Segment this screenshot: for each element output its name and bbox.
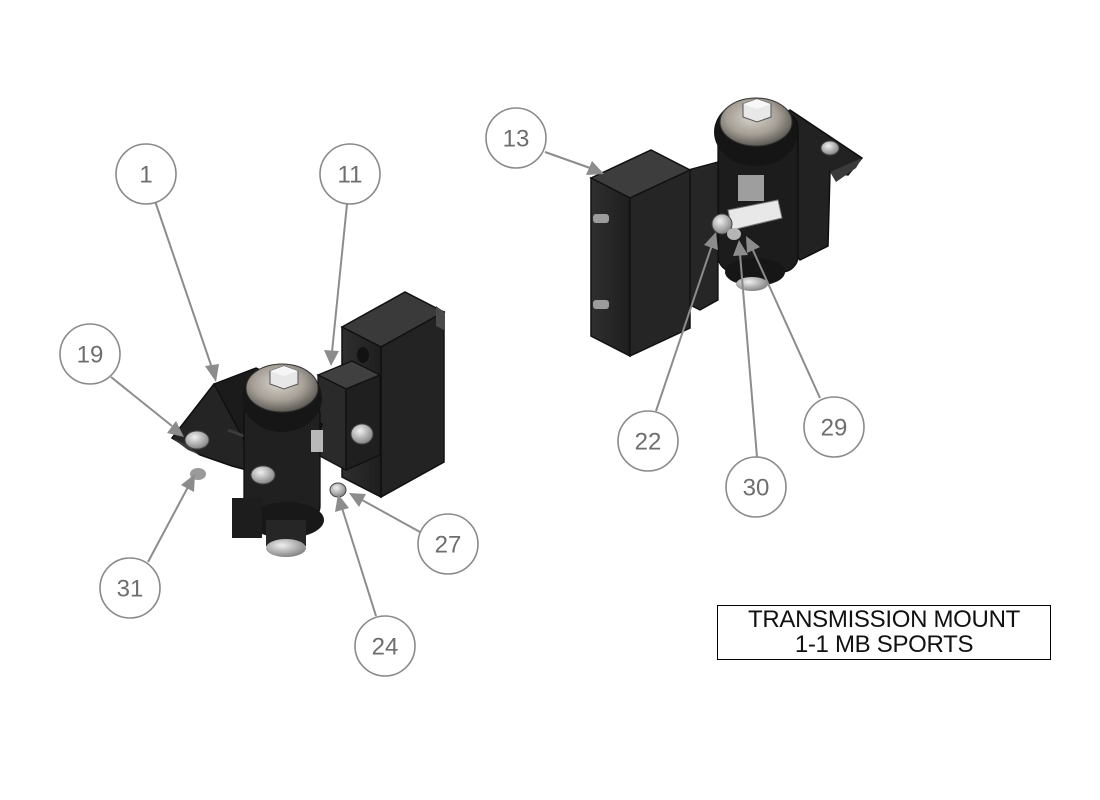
balloon-circle — [59, 323, 121, 385]
left-assembly — [170, 291, 446, 557]
right-top-mount — [714, 97, 798, 166]
balloon-label: 22 — [635, 429, 662, 456]
leader-lines — [110, 151, 821, 617]
balloon-22: 22 — [617, 410, 679, 472]
balloon-label: 19 — [77, 342, 104, 369]
balloon-30: 30 — [725, 456, 787, 518]
left-top-mount — [242, 363, 323, 452]
title-block: TRANSMISSION MOUNT 1-1 MB SPORTS — [717, 605, 1051, 660]
left-shaft-housing — [232, 399, 324, 557]
balloon-circle — [485, 107, 547, 169]
balloon-31: 31 — [99, 557, 161, 619]
balloon-label: 27 — [435, 532, 462, 559]
balloon-27: 27 — [417, 513, 479, 575]
balloon-circle — [115, 143, 177, 205]
title-line-1: TRANSMISSION MOUNT — [748, 606, 1020, 633]
balloon-circle — [319, 143, 381, 205]
left-hardware — [184, 423, 374, 498]
balloon-label: 29 — [821, 415, 848, 442]
balloon-29: 29 — [803, 396, 865, 458]
balloon-circle — [354, 615, 416, 677]
balloon-circle — [417, 513, 479, 575]
right-block — [589, 149, 692, 358]
balloon-13: 13 — [485, 107, 547, 169]
left-cross-block — [316, 360, 382, 472]
right-assembly — [589, 97, 864, 358]
balloon-19: 19 — [59, 323, 121, 385]
balloon-circle — [617, 410, 679, 472]
balloon-label: 11 — [338, 162, 363, 189]
right-hardware — [711, 213, 741, 240]
balloon-11: 11 — [319, 143, 381, 205]
balloon-24: 24 — [354, 615, 416, 677]
balloon-label: 24 — [372, 634, 399, 661]
balloon-label: 31 — [117, 576, 144, 603]
balloon-circle — [725, 456, 787, 518]
balloon-1: 1 — [115, 143, 177, 205]
balloon-circle — [803, 396, 865, 458]
title-line-2: 1-1 MB SPORTS — [794, 631, 974, 658]
balloon-label: 13 — [503, 126, 530, 153]
balloon-label: 30 — [743, 475, 770, 502]
balloon-circle — [99, 557, 161, 619]
balloon-label: 1 — [139, 162, 152, 189]
